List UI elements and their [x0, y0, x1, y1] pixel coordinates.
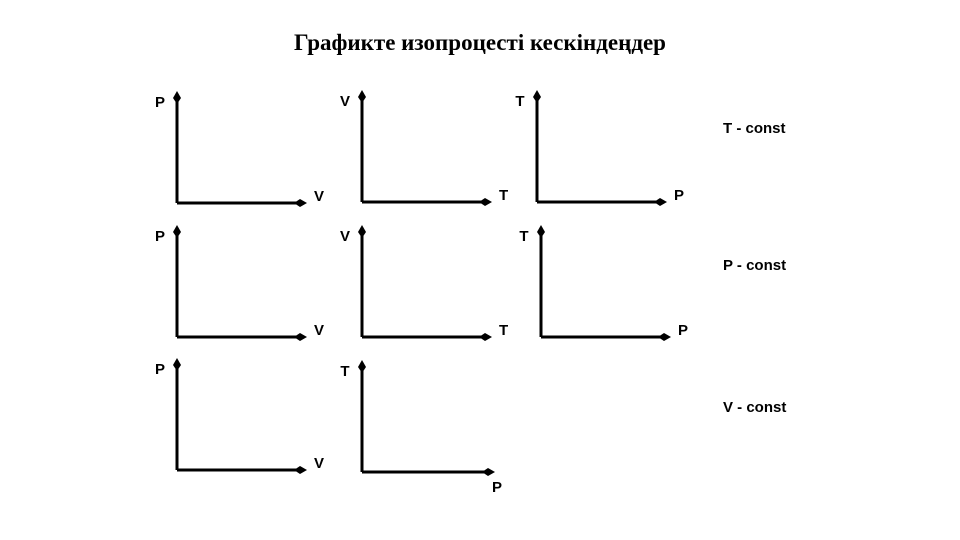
- y-axis-label: T: [340, 363, 350, 380]
- axes-arrows-icon: [173, 91, 307, 207]
- x-axis-label: P: [678, 322, 689, 339]
- x-axis-label: V: [314, 322, 325, 339]
- axes-arrows-icon: [533, 90, 667, 206]
- axes-arrows-icon: [358, 360, 495, 476]
- axes-arrows-icon: [358, 90, 492, 206]
- axes-arrows-icon: [537, 225, 671, 341]
- axes-arrows-icon: [173, 225, 307, 341]
- axes-frame-row2-tp: T P: [516, 219, 696, 369]
- x-axis-label: P: [492, 479, 503, 496]
- axes-arrows-icon: [358, 225, 492, 341]
- x-axis-label: T: [499, 187, 509, 204]
- y-axis-label: P: [154, 94, 165, 111]
- axes-frame-row1-pv: P V: [152, 85, 332, 235]
- axes-frame-row1-vt: V T: [337, 84, 517, 234]
- y-axis-label: P: [154, 228, 165, 245]
- const-label-p: P - const: [723, 257, 787, 274]
- axes-frame-row1-tp: T P: [512, 84, 692, 234]
- y-axis-label: T: [519, 228, 529, 245]
- axes-frame-row2-vt: V T: [337, 219, 517, 369]
- x-axis-label: T: [499, 322, 509, 339]
- slide-title: Графикте изопроцесті кескіндеңдер: [294, 30, 666, 55]
- axes-frame-row3-tp: T P: [337, 354, 517, 504]
- y-axis-label: V: [339, 93, 350, 110]
- y-axis-label: T: [515, 93, 525, 110]
- axes-frame-row3-pv: P V: [152, 352, 332, 502]
- x-axis-label: V: [314, 455, 325, 472]
- y-axis-label: V: [339, 228, 350, 245]
- axes-arrows-icon: [173, 358, 307, 474]
- axes-frame-row2-pv: P V: [152, 219, 332, 369]
- x-axis-label: P: [674, 187, 685, 204]
- const-label-t: T - const: [723, 120, 786, 137]
- y-axis-label: P: [154, 361, 165, 378]
- x-axis-label: V: [314, 188, 325, 205]
- const-label-v: V - const: [723, 399, 787, 416]
